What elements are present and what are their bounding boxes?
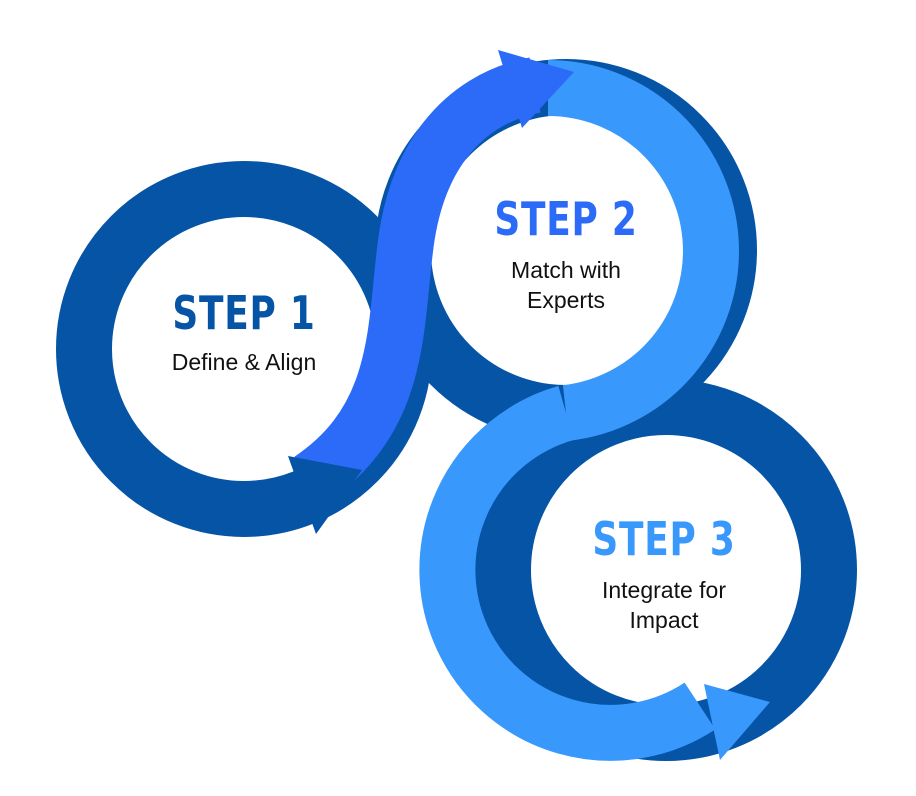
ring-step-3-arc xyxy=(419,386,716,761)
step-1-title: STEP 1 xyxy=(172,286,316,340)
step-2-title: STEP 2 xyxy=(494,192,638,246)
step-3-label: STEP 3 Integrate for Impact xyxy=(544,516,784,636)
ring-step-2-arc-bright xyxy=(293,57,542,504)
arrow-head-step-2 xyxy=(498,50,574,128)
step-2-description: Match with Experts xyxy=(511,257,621,313)
ring-step-2-arc-light xyxy=(547,60,739,441)
step-3-description: Integrate for Impact xyxy=(601,577,727,633)
step-1-label: STEP 1 Define & Align xyxy=(124,290,364,378)
arrow-head-step-1 xyxy=(288,456,362,534)
step-3-title: STEP 3 xyxy=(592,512,736,566)
arrow-head-step-3 xyxy=(704,684,770,760)
step-1-description: Define & Align xyxy=(171,349,317,375)
step-2-label: STEP 2 Match with Experts xyxy=(446,196,686,316)
